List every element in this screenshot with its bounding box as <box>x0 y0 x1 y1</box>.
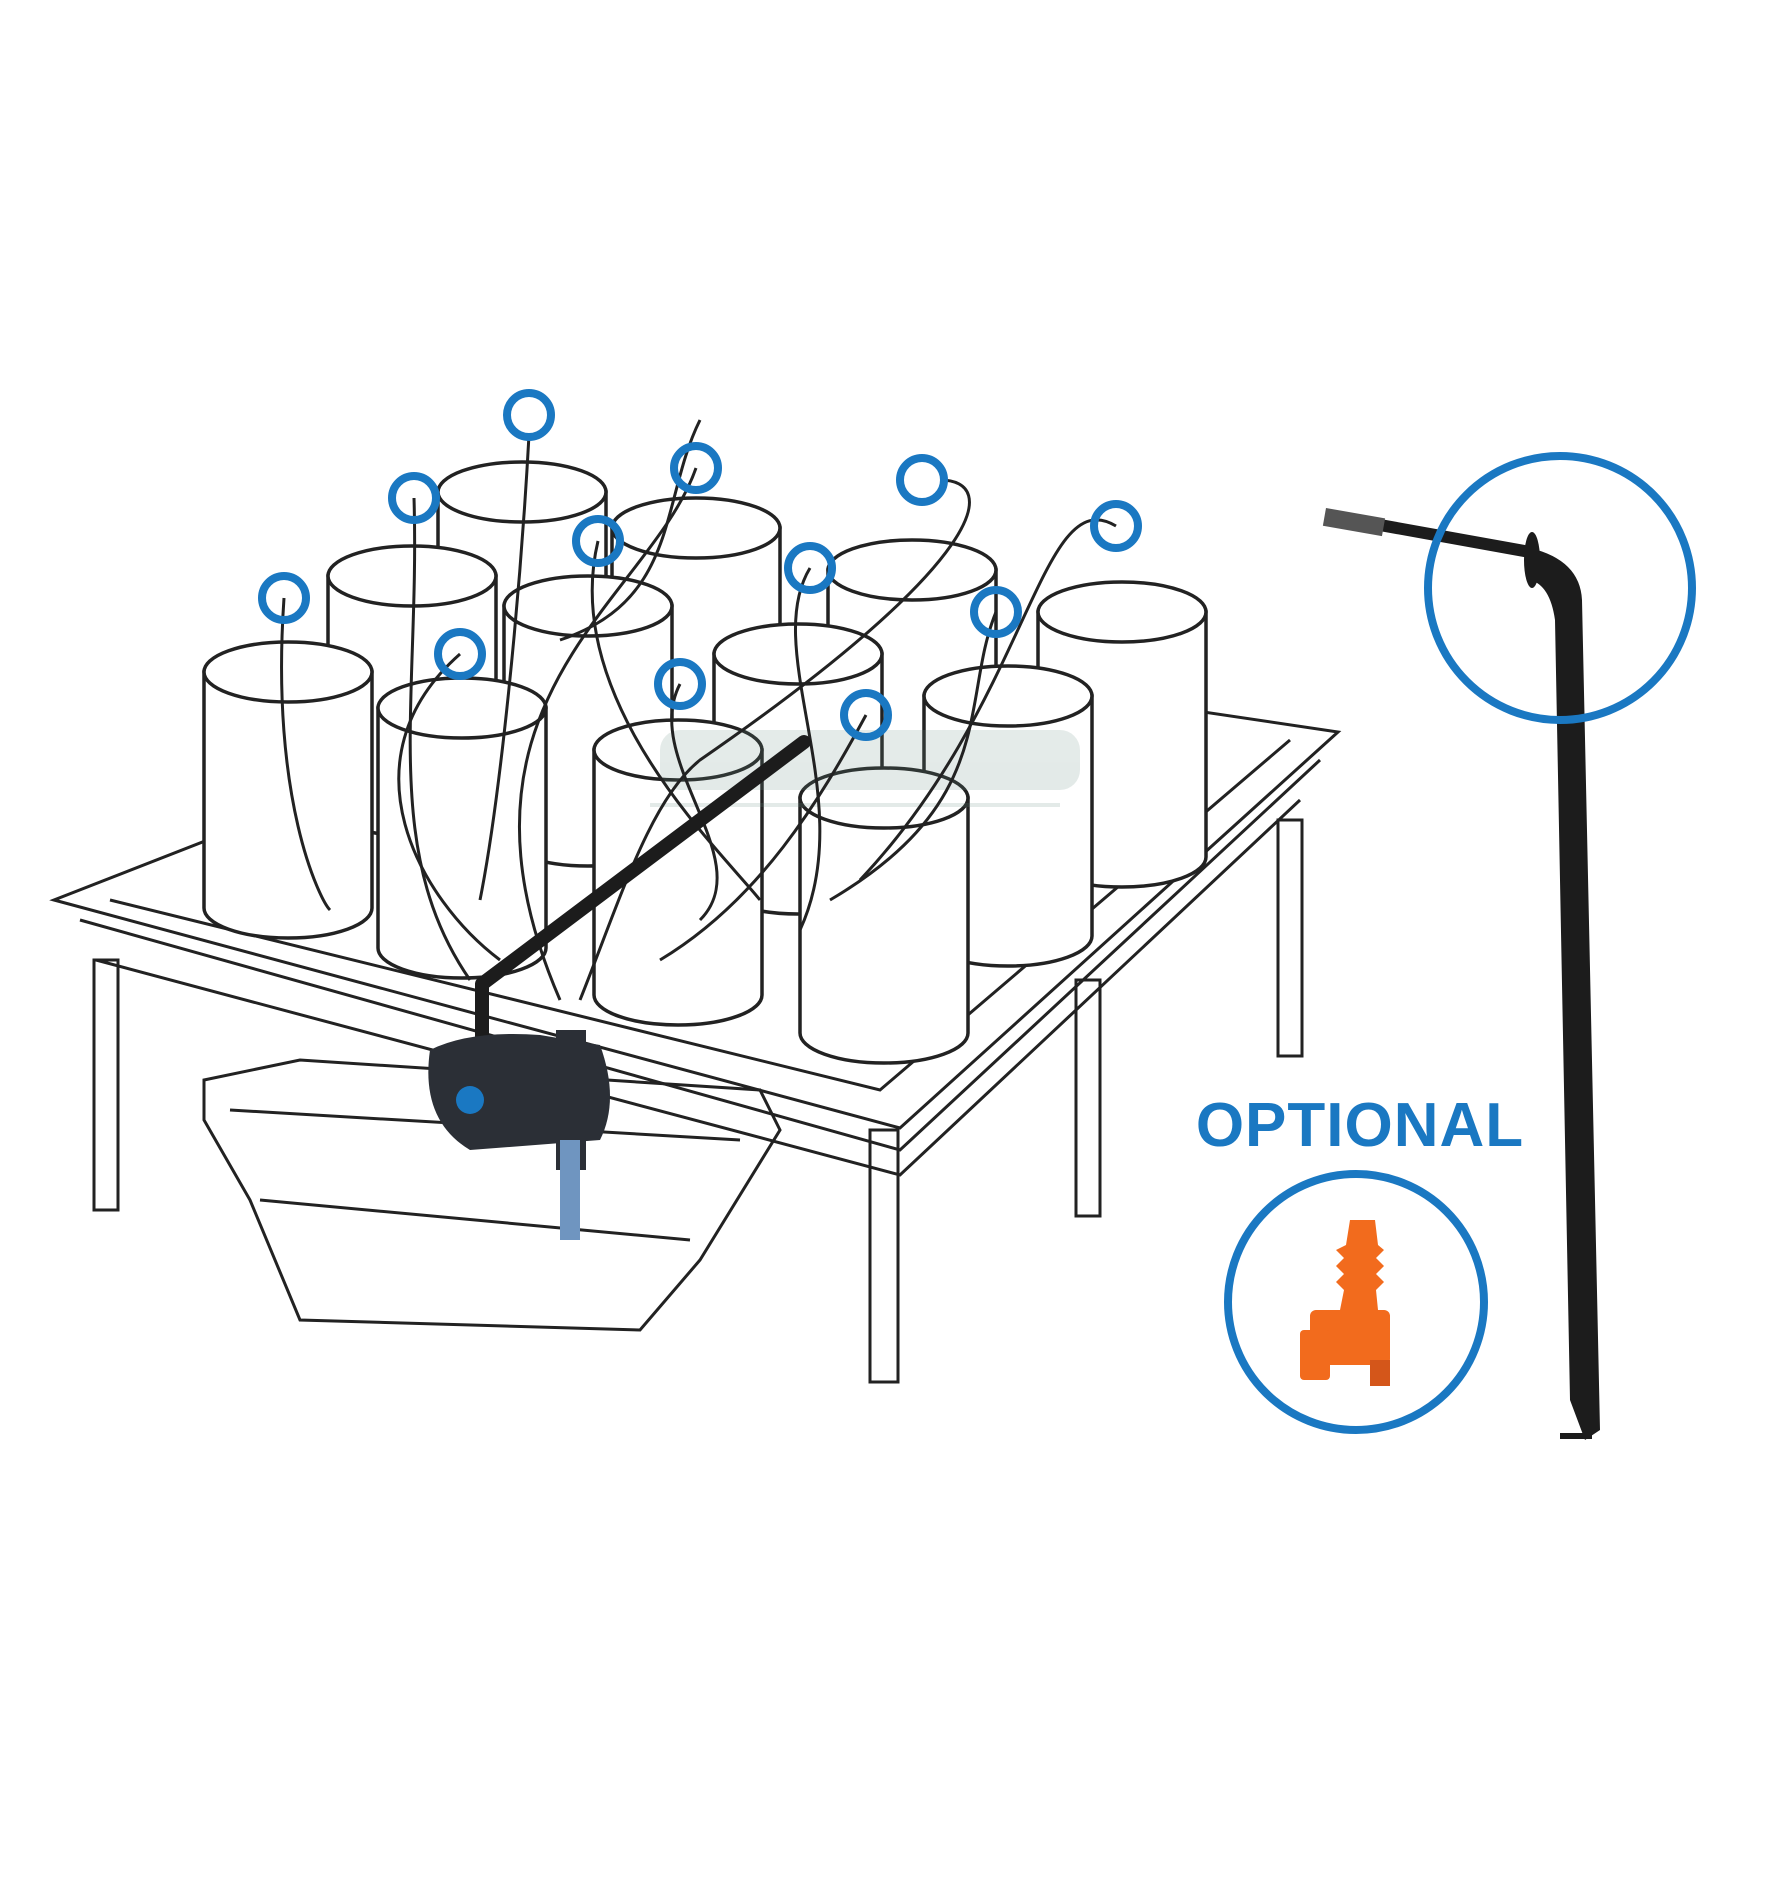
pot <box>798 766 970 1065</box>
pot <box>592 718 764 1027</box>
drip-marker-ring <box>434 628 486 680</box>
optional-highlight-ring <box>1224 1170 1488 1434</box>
drip-markers <box>258 389 1142 741</box>
pots-group <box>202 460 1208 1065</box>
pot <box>376 676 548 980</box>
drip-stake-icon <box>1322 508 1600 1440</box>
pot <box>202 640 374 940</box>
drip-marker-ring <box>572 515 624 567</box>
drip-marker-ring <box>840 689 892 741</box>
drip-tubes <box>280 419 1117 1001</box>
drip-marker-ring <box>1090 500 1142 552</box>
drip-marker-ring <box>784 542 836 594</box>
drip-marker-ring <box>503 389 555 441</box>
drip-marker-ring <box>258 572 310 624</box>
drip-marker-ring <box>654 658 706 710</box>
drip-marker-ring <box>670 442 722 494</box>
table-legs <box>92 818 1304 1384</box>
drip-marker-ring <box>896 454 948 506</box>
sprayer-nozzle-icon <box>1300 1220 1390 1386</box>
stake-highlight-ring <box>1424 452 1696 724</box>
pump-icon <box>428 735 811 1240</box>
drip-marker-ring <box>388 472 440 524</box>
drip-marker-ring <box>970 586 1022 638</box>
optional-label: OPTIONAL <box>1195 1091 1525 1160</box>
